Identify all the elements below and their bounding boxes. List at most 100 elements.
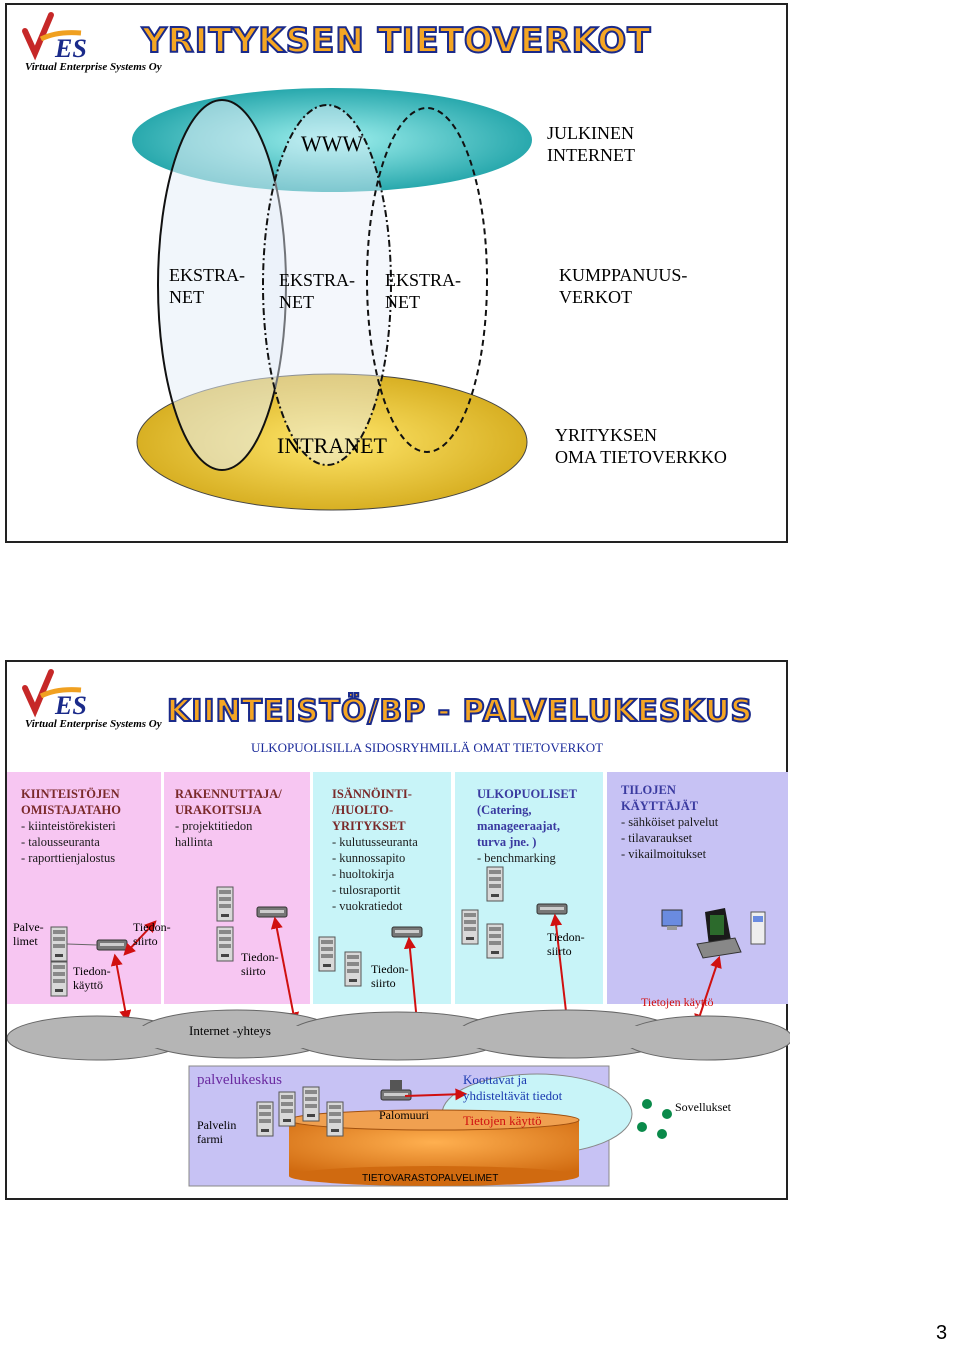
palvelin-farmi-label: Palvelin farmi bbox=[197, 1118, 236, 1146]
palvelukeskus-label: palvelukeskus bbox=[197, 1072, 282, 1088]
panel-outsiders-heading-3: manageeraajat, bbox=[477, 819, 560, 833]
slide-yrityksen-tietoverkot: ES Virtual Enterprise Systems Oy YRITYKS… bbox=[5, 3, 788, 543]
tietojen-kaytto-2-label: Tietojen käyttö bbox=[463, 1113, 542, 1128]
panel-outsiders bbox=[455, 772, 603, 1004]
extranet-3-line-1: EKSTRA- bbox=[385, 270, 461, 290]
tiedonsiirto-label-2: Tiedon- siirto bbox=[241, 950, 279, 978]
ves-logo-icon: ES bbox=[22, 12, 87, 63]
panel-maintenance-heading-2: /HUOLTO- bbox=[332, 803, 394, 817]
koottavat-line-1: Koottavat ja bbox=[463, 1072, 527, 1087]
company-name: Virtual Enterprise Systems Oy bbox=[25, 718, 162, 730]
sovellukset-label: Sovellukset bbox=[675, 1100, 731, 1114]
panel-owners-line-1: - kiinteistörekisteri bbox=[21, 819, 116, 833]
panel-users-line-2: - tilavaraukset bbox=[621, 831, 693, 845]
internet-line-1: JULKINEN bbox=[547, 123, 634, 143]
intranet-label: INTRANET bbox=[277, 433, 387, 458]
extranet-1-line-1: EKSTRA- bbox=[169, 265, 245, 285]
panel-builders-heading-2: URAKOITSIJA bbox=[175, 803, 262, 817]
partner-networks-label: KUMPPANUUS- VERKOT bbox=[559, 265, 729, 308]
extranet-1-label: EKSTRA- NET bbox=[169, 265, 269, 308]
panel-maintenance-line-4: - tulosraportit bbox=[332, 883, 401, 897]
panel-users-heading-2: KÄYTTÄJÄT bbox=[621, 799, 699, 813]
tiedonsiirto-2-line-1: Tiedon- bbox=[241, 950, 279, 964]
slide-title: YRITYKSEN TIETOVERKOT bbox=[141, 20, 652, 62]
page-number: 3 bbox=[936, 1322, 948, 1344]
palvelimet-label: Palve- limet bbox=[13, 920, 44, 948]
panel-outsiders-text: ULKOPUOLISET (Catering, manageeraajat, t… bbox=[477, 786, 602, 866]
tiedonsiirto-4-line-1: Tiedon- bbox=[547, 930, 585, 944]
slide-palvelukeskus: ES Virtual Enterprise Systems Oy KIINTEI… bbox=[5, 660, 790, 1200]
tiedonsiirto-1-line-1: Tiedon- bbox=[133, 920, 171, 934]
company-name: Virtual Enterprise Systems Oy bbox=[25, 61, 162, 73]
panel-maintenance-heading-3: YRITYKSET bbox=[332, 819, 406, 833]
tiedonsiirto-3-line-2: siirto bbox=[371, 976, 396, 990]
panel-owners-heading-1: KIINTEISTÖJEN bbox=[21, 787, 120, 801]
slide-title: KIINTEISTÖ/BP - PALVELUKESKUS bbox=[166, 693, 754, 730]
panel-owners-heading-2: OMISTAJATAHO bbox=[21, 803, 122, 817]
tiedonsiirto-label-4: Tiedon- siirto bbox=[547, 930, 585, 958]
extranet-1-ellipse bbox=[157, 99, 287, 471]
panel-users-text: TILOJEN KÄYTTÄJÄT - sähköiset palvelut -… bbox=[621, 782, 786, 862]
own-network-line-1: YRITYKSEN bbox=[555, 425, 657, 445]
internet-line-2: INTERNET bbox=[547, 144, 635, 165]
www-label: WWW bbox=[300, 131, 364, 156]
palvelimet-line-2: limet bbox=[13, 934, 38, 948]
tiedonsiirto-4-line-2: siirto bbox=[547, 944, 572, 958]
tietovarasto-db bbox=[288, 1109, 580, 1186]
internet-yhteys-label: Internet -yhteys bbox=[189, 1023, 271, 1038]
own-network-label: YRITYKSEN OMA TIETOVERKKO bbox=[555, 425, 765, 468]
service-center-diagram bbox=[7, 866, 790, 1187]
own-network-line-2: OMA TIETOVERKKO bbox=[555, 446, 727, 467]
extranet-2-line-2: NET bbox=[279, 291, 314, 312]
extranet-2-ellipse bbox=[262, 104, 392, 466]
panel-outsiders-heading-4: turva jne. ) bbox=[477, 835, 537, 849]
extranet-3-line-2: NET bbox=[385, 291, 420, 312]
koottavat-line-2: yhdisteltävät tiedot bbox=[463, 1088, 563, 1103]
svg-text:ES: ES bbox=[54, 691, 87, 720]
tietojen-kaytto-label: Tietojen käyttö bbox=[641, 995, 714, 1009]
panel-builders-line-1: - projektitiedon bbox=[175, 819, 253, 833]
panel-maintenance-text: ISÄNNÖINTI- /HUOLTO- YRITYKSET - kulutus… bbox=[332, 786, 452, 914]
extranet-3-label: EKSTRA- NET bbox=[385, 270, 485, 313]
ves-logo-icon: ES bbox=[22, 669, 87, 720]
tiedonsiirto-1-line-2: siirto bbox=[133, 934, 158, 948]
tiedonkaytto-line-1: Tiedon- bbox=[73, 964, 111, 978]
tiedonsiirto-label-3: Tiedon- siirto bbox=[371, 962, 409, 990]
panel-outsiders-heading-1: ULKOPUOLISET bbox=[477, 787, 578, 801]
partner-line-2: VERKOT bbox=[559, 286, 632, 307]
panel-builders-text: RAKENNUTTAJA/ URAKOITSIJA - projektitied… bbox=[175, 786, 310, 850]
panel-owners-line-2: - talousseuranta bbox=[21, 835, 100, 849]
panel-outsiders-line-1: - benchmarking bbox=[477, 851, 556, 865]
extranet-1-line-2: NET bbox=[169, 286, 204, 307]
extranet-2-label: EKSTRA- NET bbox=[279, 270, 379, 313]
network-diagram bbox=[132, 88, 532, 511]
panel-owners-line-3: - raporttienjalostus bbox=[21, 851, 116, 865]
partner-line-1: KUMPPANUUS- bbox=[559, 265, 688, 285]
panel-maintenance-heading-1: ISÄNNÖINTI- bbox=[332, 787, 412, 801]
internet-cloud bbox=[7, 1009, 790, 1061]
tiedonsiirto-label-1: Tiedon- siirto bbox=[133, 920, 171, 948]
panel-users-line-3: - vikailmoitukset bbox=[621, 847, 707, 861]
tiedonsiirto-2-line-2: siirto bbox=[241, 964, 266, 978]
palvelimet-line-1: Palve- bbox=[13, 920, 44, 934]
palvelin-line-2: farmi bbox=[197, 1132, 223, 1146]
panel-maintenance-line-5: - vuokratiedot bbox=[332, 899, 403, 913]
panel-users-line-1: - sähköiset palvelut bbox=[621, 815, 719, 829]
tiedonkaytto-label: Tiedon- käyttö bbox=[73, 964, 111, 992]
svg-text:ES: ES bbox=[54, 34, 87, 63]
tiedonkaytto-line-2: käyttö bbox=[73, 978, 103, 992]
panel-maintenance-line-2: - kunnossapito bbox=[332, 851, 406, 865]
panel-outsiders-heading-2: (Catering, bbox=[477, 803, 532, 817]
koottavat-label: Koottavat ja yhdisteltävät tiedot bbox=[463, 1072, 562, 1104]
panel-maintenance-line-1: - kulutusseuranta bbox=[332, 835, 418, 849]
tietovarasto-label: TIETOVARASTOPALVELIMET bbox=[362, 1173, 499, 1184]
panel-builders-heading-1: RAKENNUTTAJA/ bbox=[175, 787, 282, 801]
panel-users-heading-1: TILOJEN bbox=[621, 783, 676, 797]
tiedonsiirto-3-line-1: Tiedon- bbox=[371, 962, 409, 976]
palvelin-line-1: Palvelin bbox=[197, 1118, 237, 1132]
extranet-3-ellipse bbox=[366, 107, 488, 453]
panel-builders-line-2: hallinta bbox=[175, 835, 213, 849]
panel-owners-text: KIINTEISTÖJEN OMISTAJATAHO - kiinteistör… bbox=[21, 786, 161, 866]
panel-owners bbox=[7, 772, 161, 1004]
extranet-2-line-1: EKSTRA- bbox=[279, 270, 355, 290]
